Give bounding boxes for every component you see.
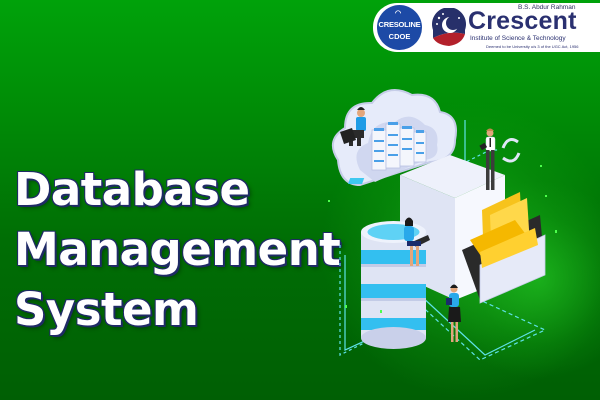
cdoe-logo-line1: CRESOLINE (378, 20, 421, 29)
sync-arrows-icon (501, 138, 521, 163)
cdoe-logo: ◠ CRESOLINE CDOE (377, 5, 422, 50)
cdoe-logo-line2: CDOE (388, 32, 411, 41)
crescent-name: Crescent (468, 7, 577, 35)
database-illustration (328, 89, 557, 361)
crescent-tagline: Deemed to be University u/s 3 of the UGC… (486, 44, 579, 49)
woman-with-clipboard (446, 284, 461, 342)
page-title: Database Management System (14, 160, 341, 340)
crescent-moon-emblem-icon (432, 8, 466, 46)
person-with-tablet (479, 128, 496, 190)
person-with-laptop (340, 107, 366, 146)
folders-icon (470, 192, 538, 268)
title-line-1: Database (14, 163, 250, 216)
crescent-top-line: B.S. Abdur Rahman (518, 4, 576, 11)
crescent-subtitle: Institute of Science & Technology (470, 35, 566, 42)
wifi-icon: ◠ (395, 10, 402, 17)
woman-with-laptop (404, 217, 430, 266)
title-line-2: Management (14, 223, 341, 276)
particles (328, 165, 557, 313)
title-line-3: System (14, 283, 199, 336)
